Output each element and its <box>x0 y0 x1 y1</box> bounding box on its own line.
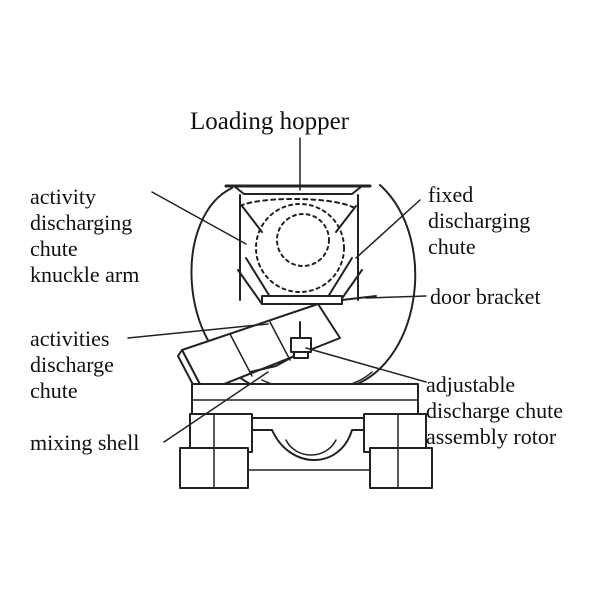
hopper-arc-outer <box>239 197 359 211</box>
drum-opening <box>255 203 345 293</box>
rotor-linkage <box>249 355 295 373</box>
leader-mixing-shell <box>163 371 269 443</box>
label-fixed-chute: fixed discharging chute <box>428 182 530 260</box>
leader-rotor <box>305 347 427 383</box>
label-loading-hopper: Loading hopper <box>190 108 349 136</box>
rotor-base <box>293 351 309 359</box>
leader-fixed-chute <box>355 199 421 259</box>
activities-chute-rib <box>229 333 253 377</box>
right-wheel-lower <box>369 447 433 489</box>
label-line: chute <box>30 378 78 403</box>
label-line: assembly rotor <box>426 424 557 449</box>
rotor-body <box>290 337 312 353</box>
label-line: adjustable <box>426 372 516 397</box>
differential <box>285 439 337 456</box>
drum-opening-inner <box>276 213 330 267</box>
label-line: knuckle arm <box>30 262 140 287</box>
activities-chute-rib-2 <box>269 321 291 361</box>
activities-chute-shape <box>181 303 341 393</box>
axle-housing <box>251 429 365 461</box>
label-line: activity <box>30 184 96 209</box>
label-line: chute <box>428 234 476 259</box>
label-line: activities <box>30 326 110 351</box>
fixed-chute-left-edge <box>237 269 263 305</box>
door-bracket-plate <box>261 295 343 305</box>
leader-activities-chute <box>127 323 269 339</box>
label-line: discharge <box>30 352 114 377</box>
label-knuckle-arm: activity discharging chute knuckle arm <box>30 184 139 288</box>
label-line: chute <box>30 236 78 261</box>
label-line: door bracket <box>430 284 541 309</box>
leader-door-bracket <box>365 295 427 299</box>
label-line: discharging <box>428 208 531 233</box>
label-mixing-shell: mixing shell <box>30 430 139 456</box>
cross-brace-right <box>335 205 357 233</box>
label-line: discharging <box>30 210 133 235</box>
leader-knuckle-arm <box>151 191 247 245</box>
label-line: discharge chute <box>426 398 564 423</box>
frame-beam <box>191 383 419 419</box>
label-rotor: adjustable discharge chute assembly roto… <box>426 372 563 450</box>
door-bracket-arm <box>341 295 377 301</box>
label-line: fixed <box>428 182 474 207</box>
left-wheel-upper <box>189 413 253 453</box>
right-wheel-upper <box>363 413 427 453</box>
label-line: mixing shell <box>30 430 140 455</box>
label-activities-chute: activities discharge chute <box>30 326 114 404</box>
cross-brace-left <box>241 205 263 233</box>
label-door-bracket: door bracket <box>430 284 541 310</box>
label-line: Loading hopper <box>190 108 349 135</box>
